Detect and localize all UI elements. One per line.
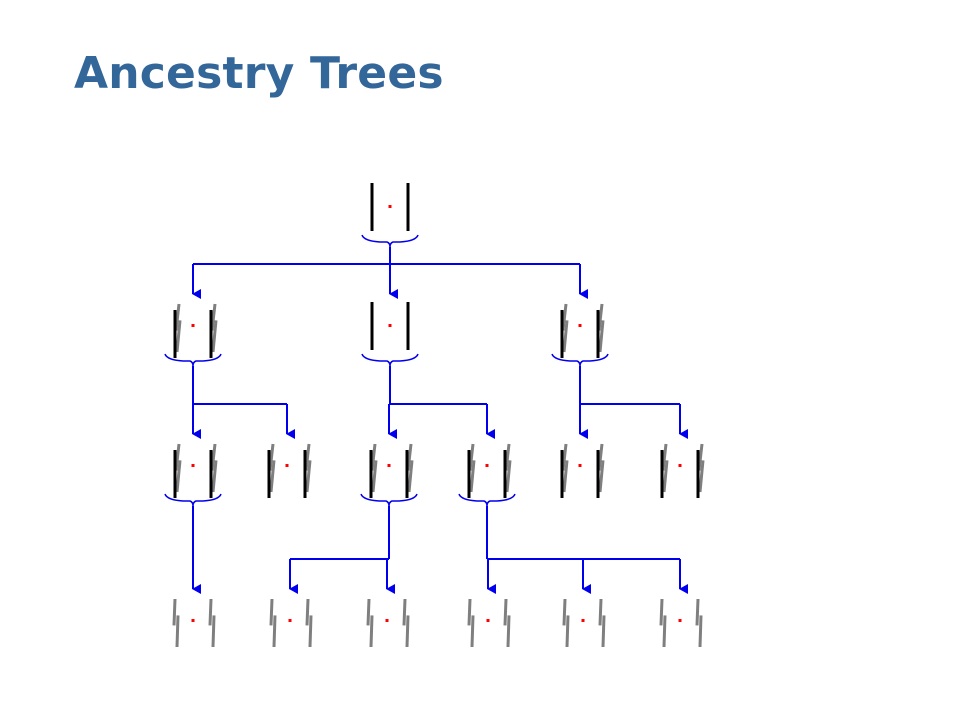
center-dot <box>288 619 292 622</box>
left-variant-member-lower <box>175 460 182 493</box>
center-dot <box>678 464 682 467</box>
left-variant-member-lower <box>369 615 374 648</box>
nodes-layer <box>164 183 705 648</box>
tree-node-g1c <box>551 303 609 367</box>
center-dot <box>678 619 682 622</box>
right-variant-member-lower <box>598 460 605 493</box>
center-dot <box>387 464 391 467</box>
right-variant-member-lower <box>308 615 313 648</box>
left-variant-member-upper <box>366 598 371 626</box>
right-variant-member-lower <box>698 460 705 493</box>
right-variant-member-lower <box>698 615 703 648</box>
right-variant-member-lower <box>211 615 216 648</box>
right-variant-member-upper <box>305 598 310 626</box>
center-dot <box>385 619 389 622</box>
right-variant-member-upper <box>695 598 700 626</box>
center-dot <box>285 464 289 467</box>
tree-node-g2c <box>360 443 418 507</box>
center-dot <box>486 619 490 622</box>
right-variant-member-lower <box>305 460 312 493</box>
left-variant-member-lower <box>562 320 569 353</box>
right-variant-member-lower <box>506 615 511 648</box>
left-variant-member-lower <box>662 615 667 648</box>
left-variant-member-upper <box>659 598 664 626</box>
right-variant-member-upper <box>598 598 603 626</box>
connector-g2d <box>486 506 688 594</box>
left-variant-member-lower <box>175 320 182 353</box>
left-variant-member-upper <box>467 598 472 626</box>
left-variant-member-upper <box>562 598 567 626</box>
tree-node-g3e <box>562 598 606 648</box>
center-dot <box>581 619 585 622</box>
right-variant-member-upper <box>208 598 213 626</box>
tree-node-g2a <box>164 443 222 507</box>
right-variant-member-lower <box>601 615 606 648</box>
connector-g1b <box>388 366 495 439</box>
tree-node-g3b <box>269 598 313 648</box>
offspring-brace <box>551 353 609 367</box>
right-variant-member-lower <box>211 320 218 353</box>
connector-g2c <box>289 506 395 594</box>
center-dot <box>191 619 195 622</box>
right-variant-member-upper <box>402 598 407 626</box>
left-variant-member-lower <box>469 460 476 493</box>
offspring-brace <box>360 493 418 507</box>
center-dot <box>191 324 195 327</box>
tree-node-root <box>361 183 419 248</box>
slide-title: Ancestry Trees <box>74 48 444 99</box>
tree-node-g3c <box>366 598 410 648</box>
connector-root <box>192 247 588 299</box>
center-dot <box>578 464 582 467</box>
tree-node-g2d <box>458 443 516 507</box>
right-variant-member-lower <box>407 460 414 493</box>
center-dot <box>388 324 392 327</box>
center-dot <box>388 205 392 208</box>
offspring-brace <box>361 353 419 367</box>
left-variant-member-lower <box>371 460 378 493</box>
left-variant-member-upper <box>172 598 177 626</box>
connectors-layer <box>192 247 688 594</box>
left-variant-member-lower <box>565 615 570 648</box>
tree-node-g3d <box>467 598 511 648</box>
center-dot <box>578 324 582 327</box>
tree-node-g1a <box>164 303 222 367</box>
left-variant-member-lower <box>272 615 277 648</box>
left-variant-member-lower <box>562 460 569 493</box>
left-variant-member-lower <box>470 615 475 648</box>
right-variant-member-lower <box>405 615 410 648</box>
tree-node-g3f <box>659 598 703 648</box>
tree-node-g2f <box>660 443 705 498</box>
center-dot <box>485 464 489 467</box>
tree-node-g2e <box>560 443 605 498</box>
right-variant-member-lower <box>211 460 218 493</box>
left-variant-member-lower <box>175 615 180 648</box>
left-variant-member-lower <box>662 460 669 493</box>
tree-node-g1b <box>361 302 419 367</box>
offspring-brace <box>164 493 222 507</box>
connector-g1a <box>192 366 295 439</box>
center-dot <box>191 464 195 467</box>
offspring-brace <box>361 234 419 248</box>
left-variant-member-upper <box>269 598 274 626</box>
right-variant-member-lower <box>505 460 512 493</box>
right-variant-member-upper <box>503 598 508 626</box>
left-variant-member-lower <box>269 460 276 493</box>
tree-node-g2b <box>267 443 312 498</box>
offspring-brace <box>458 493 516 507</box>
right-variant-member-lower <box>598 320 605 353</box>
connector-g1c <box>579 366 688 439</box>
tree-node-g3a <box>172 598 216 648</box>
offspring-brace <box>164 353 222 367</box>
